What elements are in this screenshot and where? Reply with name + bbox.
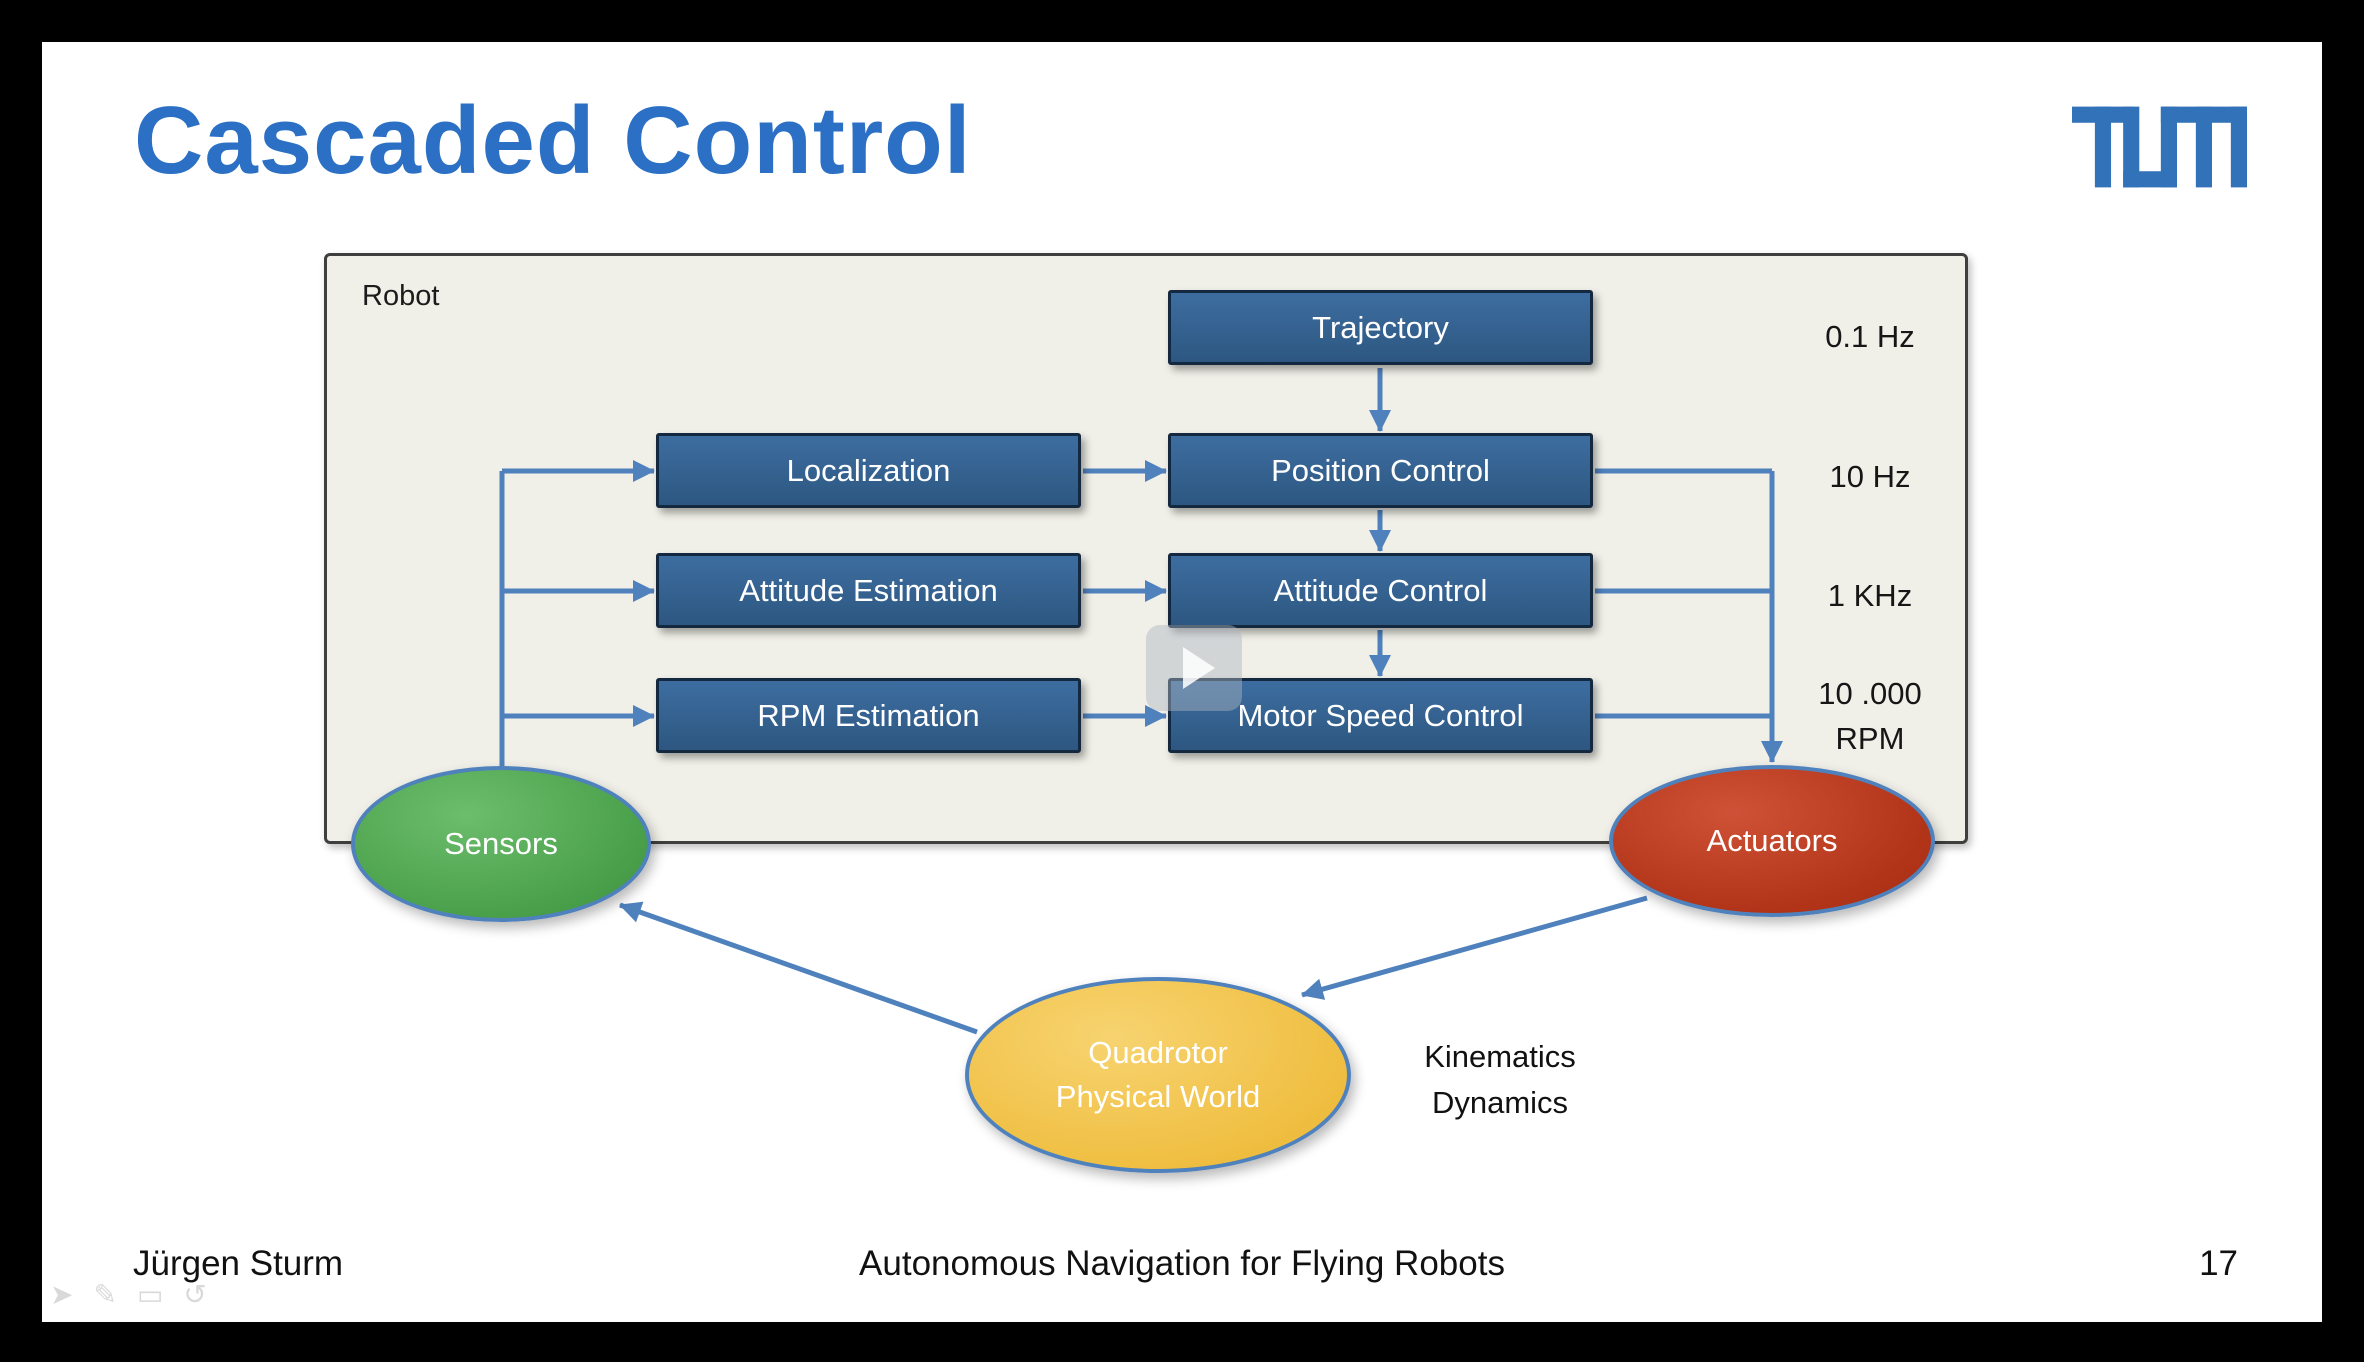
- robot-container: [324, 253, 1968, 844]
- block-attitude-control-label: Attitude Control: [1273, 572, 1488, 608]
- node-actuators-label: Actuators: [1706, 823, 1838, 858]
- block-position-control: Position Control: [1168, 433, 1593, 508]
- play-icon: [1183, 647, 1215, 689]
- annotation-toolbar: ➤ ✎ ▭ ↺: [50, 1278, 207, 1311]
- block-motor-speed-control: Motor Speed Control: [1168, 678, 1593, 753]
- node-quadrotor: Quadrotor Physical World: [965, 977, 1351, 1173]
- arrow-quadrotor-to-sensors: [619, 901, 978, 1035]
- block-attitude-estimation-label: Attitude Estimation: [739, 572, 998, 608]
- cursor-icon[interactable]: ➤: [50, 1279, 74, 1310]
- arrow-actuators-to-quadrotor: [1301, 895, 1648, 1000]
- block-position-control-label: Position Control: [1271, 452, 1490, 488]
- node-quadrotor-label-line1: Quadrotor: [1088, 1035, 1228, 1070]
- rate-motor: 10 .000 RPM: [1740, 671, 2000, 761]
- rate-motor-line2: RPM: [1835, 721, 1905, 756]
- node-quadrotor-label-line2: Physical World: [1055, 1079, 1261, 1114]
- rate-attitude: 1 KHz: [1827, 578, 1913, 613]
- node-actuators: Actuators: [1609, 765, 1935, 917]
- board-icon[interactable]: ▭: [136, 1279, 164, 1310]
- kinematics-dynamics-annotation: Kinematics Dynamics: [1350, 1034, 1650, 1126]
- annotation-line1: Kinematics: [1424, 1039, 1576, 1074]
- slide: Cascaded Control Robot: [42, 42, 2322, 1322]
- footer-page-number: 17: [2199, 1244, 2238, 1283]
- block-trajectory: Trajectory: [1168, 290, 1593, 365]
- block-motor-speed-control-label: Motor Speed Control: [1237, 697, 1524, 733]
- pen-icon[interactable]: ✎: [93, 1279, 117, 1310]
- undo-icon[interactable]: ↺: [183, 1279, 207, 1310]
- annotation-line2: Dynamics: [1431, 1085, 1569, 1120]
- block-attitude-estimation: Attitude Estimation: [656, 553, 1081, 628]
- node-sensors: Sensors: [351, 766, 651, 922]
- block-trajectory-label: Trajectory: [1312, 309, 1449, 345]
- block-attitude-control: Attitude Control: [1168, 553, 1593, 628]
- tum-logo: [2072, 106, 2247, 188]
- node-sensors-label: Sensors: [444, 826, 558, 861]
- robot-container-label: Robot: [362, 280, 440, 312]
- rate-motor-line1: 10 .000: [1818, 676, 1922, 711]
- footer-course-title: Autonomous Navigation for Flying Robots: [859, 1244, 1505, 1283]
- block-rpm-estimation: RPM Estimation: [656, 678, 1081, 753]
- rate-trajectory: 0.1 Hz: [1825, 319, 1915, 354]
- block-localization-label: Localization: [786, 452, 951, 488]
- block-rpm-estimation-label: RPM Estimation: [757, 697, 980, 733]
- footer-author: Jürgen Sturm: [133, 1244, 344, 1283]
- rate-position: 10 Hz: [1829, 459, 1911, 494]
- block-localization: Localization: [656, 433, 1081, 508]
- play-button-overlay[interactable]: [1146, 625, 1242, 711]
- page-title: Cascaded Control: [134, 87, 972, 194]
